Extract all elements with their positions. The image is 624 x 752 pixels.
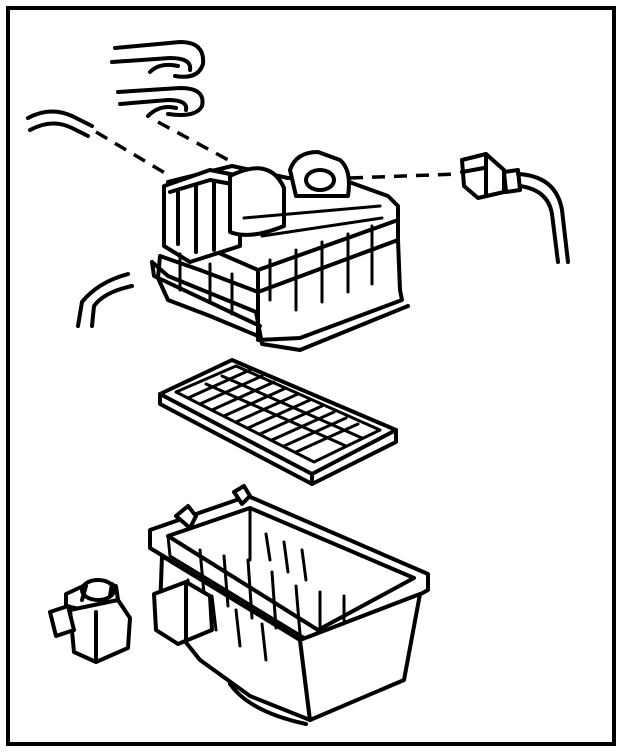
resonator (152, 580, 214, 646)
air-filter-element (158, 358, 398, 486)
case-bracket (48, 578, 132, 664)
hose-clamp-lower (116, 86, 205, 118)
small-hose (76, 272, 134, 328)
vacuum-hose-left (26, 109, 171, 178)
air-cleaner-cap (150, 150, 410, 352)
electrical-connector (460, 152, 570, 264)
hose-clamp-upper (110, 40, 206, 79)
